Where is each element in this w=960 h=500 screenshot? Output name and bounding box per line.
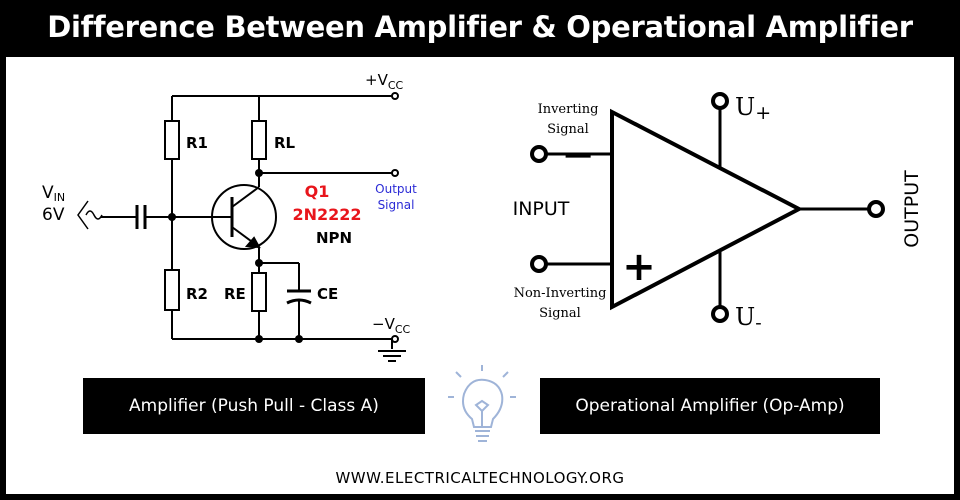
minus-sign: − <box>561 132 595 178</box>
transistor-name: Q1 <box>305 182 330 201</box>
noninverting-terminal <box>530 255 548 273</box>
r1-resistor <box>164 120 180 160</box>
opamp-output-terminal <box>867 200 885 218</box>
r2-label: R2 <box>186 285 208 303</box>
amplifier-circuit <box>101 92 406 362</box>
plus-sign: + <box>622 244 656 290</box>
output-signal-line1: Output <box>375 182 417 196</box>
vcc-pos-label: +VCC <box>365 71 404 92</box>
u-neg-label: U- <box>735 303 762 334</box>
amplifier-caption: Amplifier (Push Pull - Class A) <box>83 378 425 434</box>
vcc-terminal <box>391 92 399 100</box>
inverting-label-line2: Signal <box>547 122 589 137</box>
vin-value: 6V <box>42 205 65 225</box>
vcc-neg-label: −VCC <box>372 315 411 336</box>
opamp-triangle <box>610 108 804 311</box>
u-pos-label: U+ <box>735 93 771 124</box>
junction-dots <box>168 169 303 343</box>
emitter-arrow <box>244 236 261 249</box>
output-terminal <box>391 169 399 177</box>
ac-source-icon <box>77 200 103 230</box>
inverting-terminal <box>530 145 548 163</box>
r1-label: R1 <box>186 134 208 152</box>
opamp-symbol <box>530 92 885 323</box>
re-label: RE <box>224 285 246 303</box>
diagram-canvas: +VCC −VCC R1 R2 RL RE CE VIN 6V Q1 2N222… <box>42 71 923 442</box>
output-signal-line2: Signal <box>378 198 415 212</box>
vin-label: VIN <box>42 183 65 204</box>
noninverting-label-line1: Non-Inverting <box>514 286 607 301</box>
ce-label: CE <box>317 285 338 303</box>
website-url[interactable]: WWW.ELECTRICALTECHNOLOGY.ORG <box>335 469 625 487</box>
transistor-type: NPN <box>316 229 352 247</box>
transistor-collector <box>231 186 260 208</box>
u-pos-terminal <box>711 92 729 110</box>
rl-label: RL <box>274 134 296 152</box>
noninverting-label-line2: Signal <box>539 306 581 321</box>
lightbulb-icon <box>448 365 516 442</box>
ce-plate-bottom <box>286 298 312 305</box>
transistor-part: 2N2222 <box>292 205 361 224</box>
content-panel: +VCC −VCC R1 R2 RL RE CE VIN 6V Q1 2N222… <box>6 57 954 494</box>
output-label: OUTPUT <box>901 170 923 248</box>
input-label: INPUT <box>513 198 570 220</box>
rl-resistor <box>251 120 267 160</box>
r2-resistor <box>164 269 180 311</box>
u-neg-terminal <box>711 305 729 323</box>
re-resistor <box>251 272 267 312</box>
page-title: Difference Between Amplifier & Operation… <box>47 10 913 44</box>
inverting-label-line1: Inverting <box>538 102 599 117</box>
opamp-caption: Operational Amplifier (Op-Amp) <box>540 378 880 434</box>
